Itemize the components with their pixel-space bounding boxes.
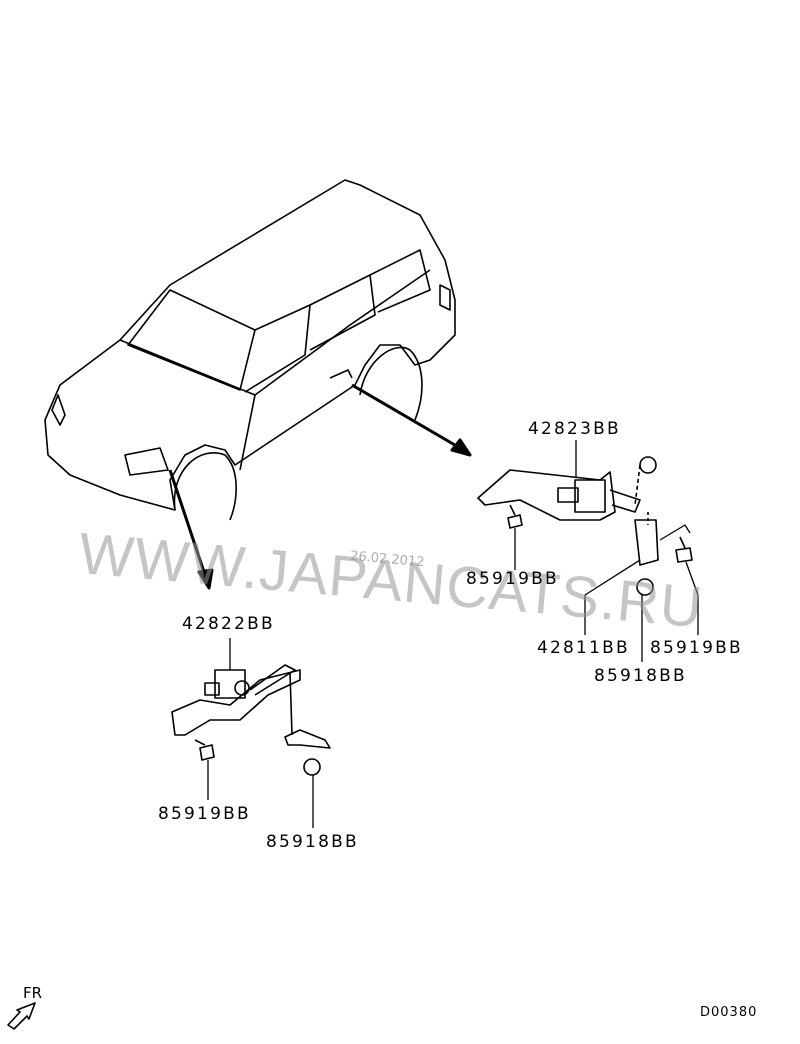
pointer-arrows bbox=[168, 383, 472, 590]
part-label-85918bb-front[interactable]: 85918BB bbox=[266, 832, 359, 852]
direction-label: FR bbox=[23, 984, 43, 1002]
part-label-42823bb[interactable]: 42823BB bbox=[528, 419, 621, 439]
part-label-42822bb[interactable]: 42822BB bbox=[182, 614, 275, 634]
rear-sensor-assembly bbox=[477, 456, 693, 596]
rear-leader-lines bbox=[514, 440, 699, 662]
front-sensor-assembly bbox=[171, 664, 331, 776]
part-label-85919bb-front[interactable]: 85919BB bbox=[158, 804, 251, 824]
part-label-85919bb-rear-left[interactable]: 85919BB bbox=[466, 569, 559, 589]
diagram-code: D00380 bbox=[700, 1005, 758, 1020]
part-label-42811bb[interactable]: 42811BB bbox=[537, 638, 630, 658]
front-leader-lines bbox=[207, 638, 314, 828]
part-label-85918bb-rear[interactable]: 85918BB bbox=[594, 666, 687, 686]
vehicle-outline bbox=[44, 179, 456, 521]
part-label-85919bb-rear-right[interactable]: 85919BB bbox=[650, 638, 743, 658]
fr-arrow-icon bbox=[7, 1002, 36, 1030]
